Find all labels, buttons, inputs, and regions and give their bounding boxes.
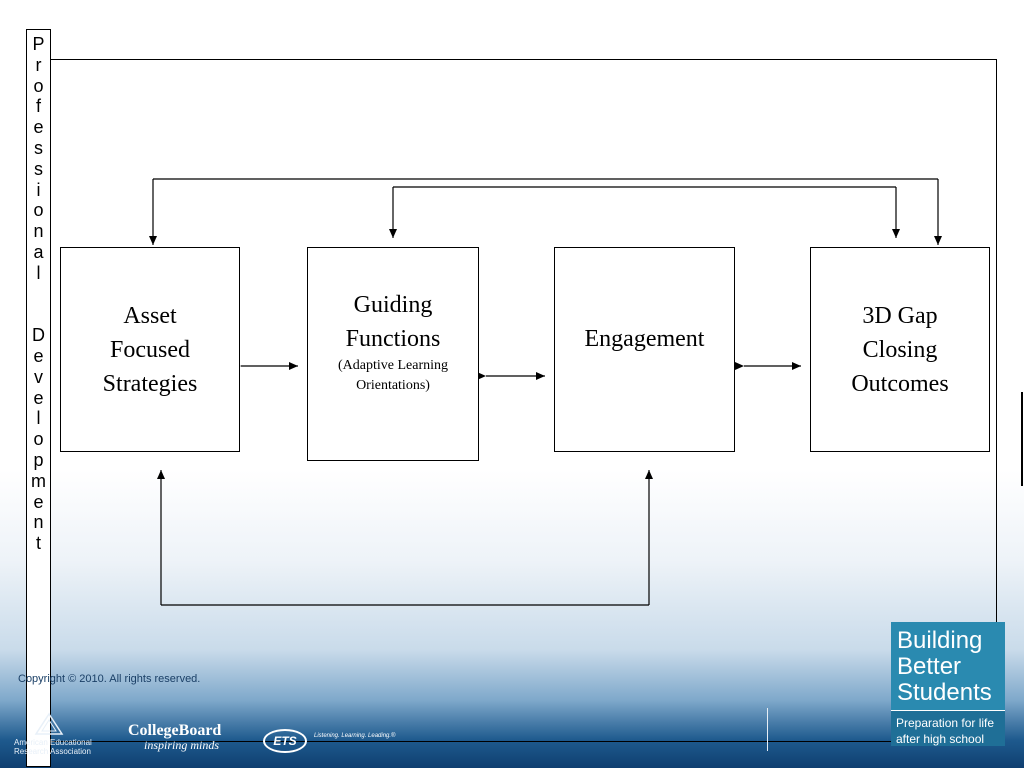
letter: o xyxy=(33,75,44,96)
ets-logo: ETS xyxy=(263,729,307,753)
letter: r xyxy=(35,54,42,75)
letter: P xyxy=(32,34,45,54)
letter: n xyxy=(33,221,44,242)
ets-tagline: Listening. Learning. Leading.® xyxy=(314,733,396,739)
box-guiding-functions: Guiding Functions (Adaptive Learning Ori… xyxy=(307,247,479,461)
letter: n xyxy=(33,512,44,533)
building-better-students-badge: Building Better Students Preparation for… xyxy=(891,622,1005,746)
box-title-line: 3D Gap xyxy=(862,302,938,329)
right-edge-mark xyxy=(1021,392,1023,486)
box-title-line: Functions xyxy=(345,326,441,352)
letter: e xyxy=(33,491,44,512)
badge-title-line: Better xyxy=(897,653,962,680)
aera-logo-text: American Educational Research Associatio… xyxy=(14,738,100,756)
letter: e xyxy=(33,387,44,408)
letter: o xyxy=(33,200,44,221)
aera-line: American Educational xyxy=(14,738,92,747)
box-subtitle-line: Orientations) xyxy=(356,378,430,393)
letter: e xyxy=(33,345,44,366)
box-title-line: Guiding xyxy=(353,292,433,318)
badge-subtitle-line: Preparation for life xyxy=(896,716,995,730)
vertical-title-bar: P r o f e s s i o n a l D e v e l o p m … xyxy=(26,29,51,767)
badge-title-line: Students xyxy=(897,679,992,706)
badge-title: Building Better Students xyxy=(891,622,1005,710)
box-subtitle-line: (Adaptive Learning xyxy=(337,358,448,373)
letter: p xyxy=(33,449,44,470)
letter: s xyxy=(34,158,43,179)
copyright-text: Copyright © 2010. All rights reserved. xyxy=(18,673,201,685)
box-engagement: Engagement xyxy=(554,247,735,452)
letter: o xyxy=(33,429,44,450)
box-title-line: Closing xyxy=(862,336,938,363)
vertical-title: P r o f e s s i o n a l D e v e l o p m … xyxy=(27,34,50,554)
badge-subtitle: Preparation for life after high school xyxy=(891,710,1005,746)
letter: D xyxy=(32,325,45,346)
letter: a xyxy=(33,241,44,262)
box-asset-focused-strategies: Asset Focused Strategies xyxy=(60,247,240,452)
letter: s xyxy=(34,137,43,158)
collegeboard-tagline: inspiring minds xyxy=(144,738,220,752)
badge-subtitle-line: after high school xyxy=(896,732,985,746)
footer-separator xyxy=(767,708,768,751)
box-3d-gap-closing-outcomes: 3D Gap Closing Outcomes xyxy=(810,247,990,452)
box-title-line: Strategies xyxy=(102,370,198,397)
letter: e xyxy=(33,117,44,138)
collegeboard-logo: CollegeBoard inspiring minds xyxy=(128,722,222,752)
letter xyxy=(27,304,50,325)
aera-line: Research Association xyxy=(14,747,91,756)
letter: l xyxy=(36,408,41,429)
letter: m xyxy=(31,470,46,491)
aera-logo-icon xyxy=(34,712,64,735)
box-title-line: Asset xyxy=(123,302,177,329)
box-title-line: Engagement xyxy=(584,326,705,352)
letter: f xyxy=(35,96,41,117)
letter: l xyxy=(36,262,41,283)
box-title-line: Focused xyxy=(110,336,190,363)
collegeboard-name: CollegeBoard xyxy=(128,722,222,739)
badge-title-line: Building xyxy=(897,627,983,654)
letter: v xyxy=(34,366,43,387)
letter: i xyxy=(36,179,41,200)
box-title-line: Outcomes xyxy=(851,370,949,397)
letter: t xyxy=(35,533,41,554)
letter xyxy=(27,284,50,305)
